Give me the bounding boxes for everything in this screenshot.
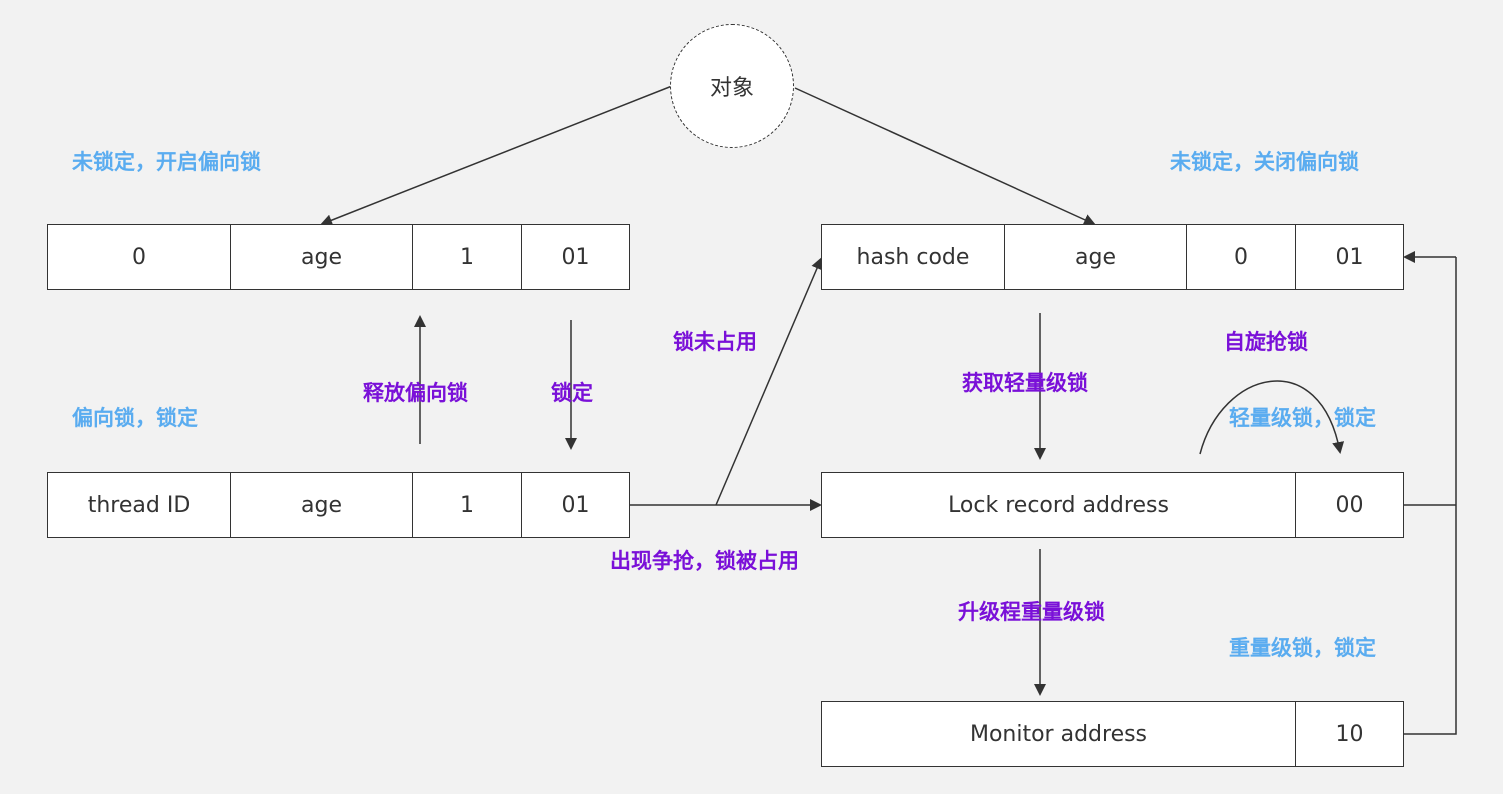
- state-label-unlocked-biased-disabled: 未锁定，关闭偏向锁: [1170, 150, 1359, 174]
- cell-lock-bits: 10: [1335, 721, 1364, 747]
- row-biased-locked: thread ID age 1 01: [47, 472, 630, 538]
- state-label-heavyweight-locked: 重量级锁，锁定: [1229, 636, 1376, 660]
- cell-thread-id: thread ID: [48, 473, 231, 537]
- arrow-object-to-biased-unlocked: [320, 85, 673, 226]
- cell-age: age: [231, 473, 413, 537]
- row-biased-unlocked: 0 age 1 01: [47, 224, 630, 290]
- object-node: 对象: [670, 24, 794, 148]
- row-normal-unlocked: hash code age 0 01: [821, 224, 1404, 290]
- arrow-lock-unused: [715, 257, 823, 506]
- row-lightweight: Lock record address 00: [821, 472, 1404, 538]
- transition-label-release-biased: 释放偏向锁: [363, 381, 468, 405]
- cell-zero: 0: [48, 225, 231, 289]
- cell-hash-code: hash code: [822, 225, 1005, 289]
- cell-biased-flag: 0: [1187, 225, 1296, 289]
- state-label-unlocked-biased-enabled: 未锁定，开启偏向锁: [72, 150, 261, 174]
- cell-biased-flag: 1: [413, 473, 522, 537]
- arrow-spin: [1199, 380, 1345, 455]
- transition-label-lock: 锁定: [551, 381, 593, 405]
- line-heavyweight-return: [1404, 257, 1457, 735]
- cell-lock-bits: 01: [561, 244, 590, 270]
- cell-lock-bits: 01: [1335, 244, 1364, 270]
- cell-lock-record-address: Lock record address: [822, 473, 1296, 537]
- state-label-biased-locked: 偏向锁，锁定: [72, 406, 198, 430]
- transition-label-upgrade-heavyweight: 升级程重量级锁: [958, 600, 1105, 624]
- cell-age: age: [1005, 225, 1187, 289]
- transition-label-contention: 出现争抢，锁被占用: [610, 549, 799, 573]
- cell-lock-bits: 01: [561, 492, 590, 518]
- cell-biased-flag: 1: [413, 225, 522, 289]
- transition-label-spin: 自旋抢锁: [1224, 330, 1308, 354]
- cell-age: age: [231, 225, 413, 289]
- state-label-lightweight-locked: 轻量级锁，锁定: [1229, 406, 1376, 430]
- row-heavyweight: Monitor address 10: [821, 701, 1404, 767]
- arrow-object-to-normal-unlocked: [794, 87, 1096, 226]
- transition-label-acquire-lightweight: 获取轻量级锁: [962, 371, 1088, 395]
- cell-lock-bits: 00: [1335, 492, 1364, 518]
- transition-label-lock-unused: 锁未占用: [673, 330, 757, 354]
- cell-monitor-address: Monitor address: [822, 702, 1296, 766]
